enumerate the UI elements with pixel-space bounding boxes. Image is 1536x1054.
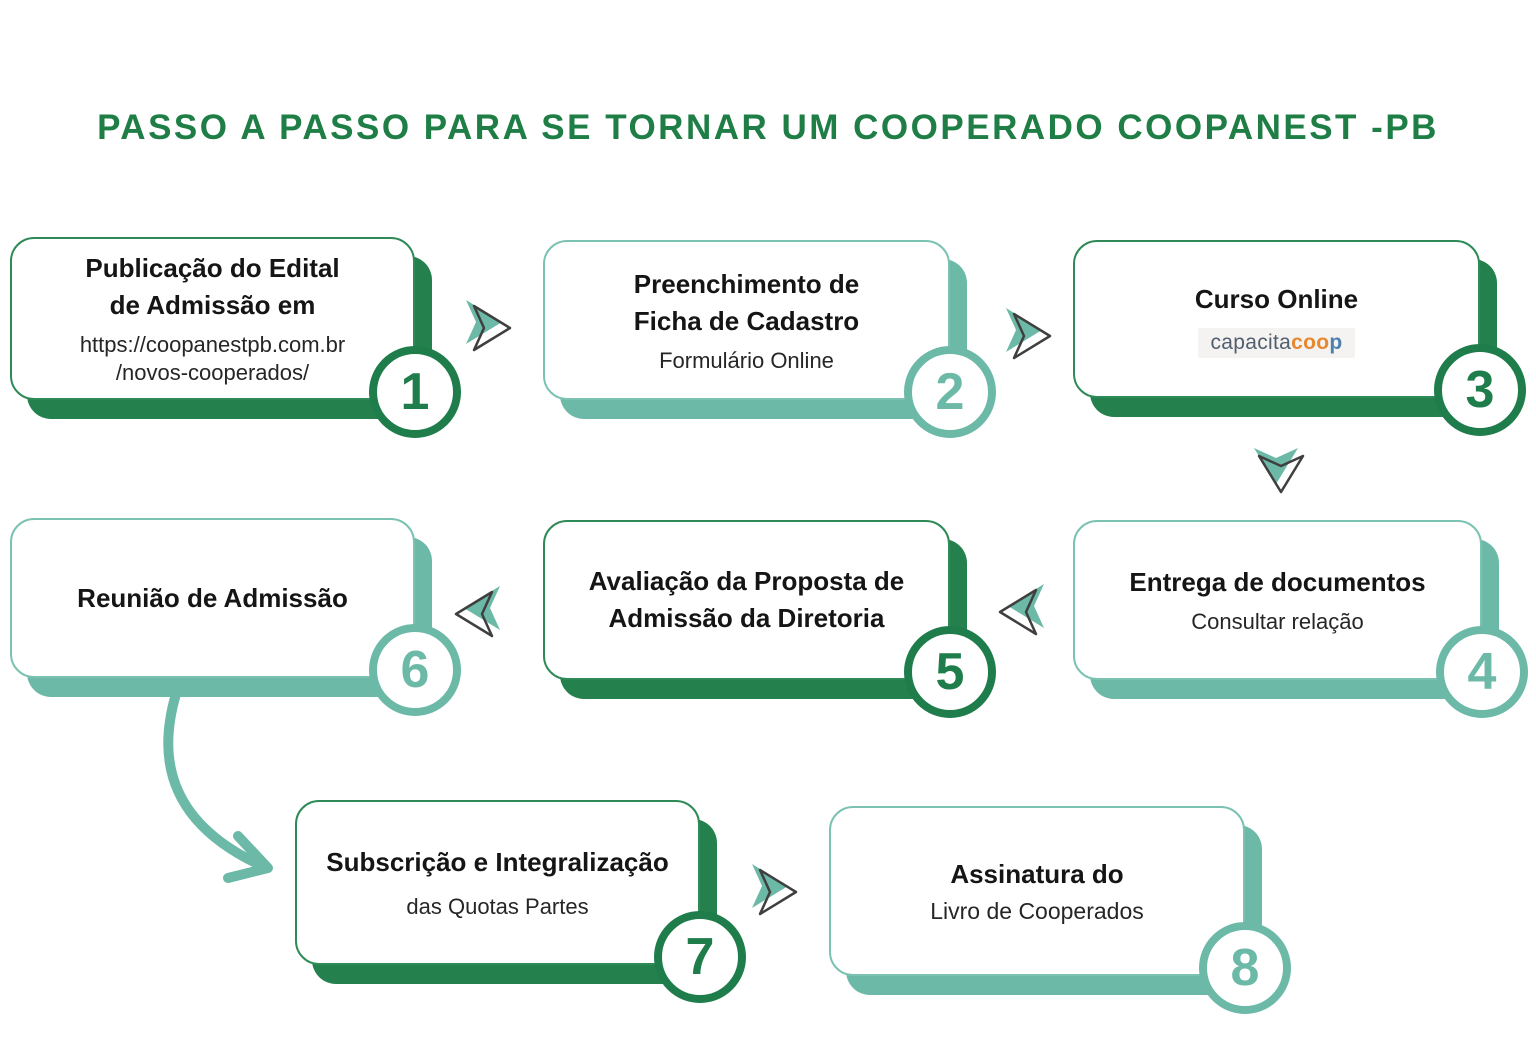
logo-text-capacita: capacita bbox=[1210, 330, 1292, 354]
step-box-4: Entrega de documentos Consultar relação … bbox=[1073, 520, 1528, 718]
arrow-right-1-2-icon bbox=[466, 300, 512, 352]
step-1-card: Publicação do Edital de Admissão em http… bbox=[10, 237, 415, 400]
step-7-subtitle: das Quotas Partes bbox=[406, 894, 589, 919]
step-6-number-badge: 6 bbox=[369, 624, 461, 716]
step-4-title: Entrega de documentos bbox=[1129, 567, 1426, 597]
step-5-title-line1: Avaliação da Proposta de bbox=[588, 566, 905, 596]
step-2-number-badge: 2 bbox=[904, 346, 996, 438]
step-box-1: Publicação do Edital de Admissão em http… bbox=[10, 237, 461, 438]
arrow-down-3-4-icon bbox=[1254, 448, 1305, 494]
step-8-title: Assinatura do bbox=[950, 858, 1124, 889]
step-8-card: Assinatura do Livro de Cooperados bbox=[829, 806, 1245, 976]
step-4-card: Entrega de documentos Consultar relação bbox=[1073, 520, 1482, 680]
step-7-number-badge: 7 bbox=[654, 911, 746, 1003]
step-5-number-badge: 5 bbox=[904, 626, 996, 718]
step-2-card: Preenchimento de Ficha de Cadastro Formu… bbox=[543, 240, 950, 400]
step-8-subtitle: Livro de Cooperados bbox=[930, 897, 1144, 924]
step-box-6: Reunião de Admissão 6 bbox=[10, 518, 461, 716]
step-4-number-badge: 4 bbox=[1436, 626, 1528, 718]
step-1-title-line1: Publicação do Edital bbox=[85, 253, 340, 283]
step-1-url-line2: /novos-cooperados/ bbox=[115, 360, 310, 385]
step-6-card: Reunião de Admissão bbox=[10, 518, 415, 678]
arrow-right-2-3-icon bbox=[1006, 308, 1052, 360]
arrow-left-4-5-icon bbox=[998, 584, 1044, 636]
step-box-5: Avaliação da Proposta de Admissão da Dir… bbox=[543, 520, 996, 718]
step-3-title: Curso Online bbox=[1194, 283, 1359, 314]
step-2-title-line1: Preenchimento de bbox=[633, 268, 860, 299]
step-3-number-badge: 3 bbox=[1434, 344, 1526, 436]
logo-text-p: p bbox=[1329, 330, 1343, 354]
arrow-left-5-6-icon bbox=[454, 586, 500, 638]
page-title: PASSO A PASSO PARA SE TORNAR UM COOPERAD… bbox=[97, 108, 1439, 147]
step-box-7: Subscrição e Integralização das Quotas P… bbox=[295, 800, 746, 1003]
step-4-subtitle: Consultar relação bbox=[1191, 609, 1364, 634]
step-5-title-line2: Admissão da Diretoria bbox=[608, 603, 885, 633]
step-6-title: Reunião de Admissão bbox=[77, 582, 348, 613]
curved-arrow-6-7-icon bbox=[163, 689, 273, 883]
step-box-3: Curso Online capacitacoop 3 bbox=[1073, 240, 1526, 436]
arrow-right-7-8-icon bbox=[752, 864, 798, 916]
step-7-title: Subscrição e Integralização bbox=[326, 847, 669, 877]
step-1-number-badge: 1 bbox=[369, 346, 461, 438]
capacitacoop-logo: capacitacoop bbox=[1198, 327, 1355, 358]
step-1-title-line2: de Admissão em bbox=[109, 290, 316, 320]
step-7-card: Subscrição e Integralização das Quotas P… bbox=[295, 800, 700, 965]
step-2-title-line2: Ficha de Cadastro bbox=[633, 305, 860, 336]
step-box-2: Preenchimento de Ficha de Cadastro Formu… bbox=[543, 240, 996, 438]
step-1-url-line1: https://coopanestpb.com.br bbox=[79, 332, 346, 357]
step-box-8: Assinatura do Livro de Cooperados 8 bbox=[829, 806, 1291, 1014]
step-3-card: Curso Online capacitacoop bbox=[1073, 240, 1480, 398]
logo-text-coo: coo bbox=[1291, 330, 1330, 354]
step-2-subtitle: Formulário Online bbox=[659, 347, 834, 373]
step-5-card: Avaliação da Proposta de Admissão da Dir… bbox=[543, 520, 950, 680]
step-8-number-badge: 8 bbox=[1199, 922, 1291, 1014]
